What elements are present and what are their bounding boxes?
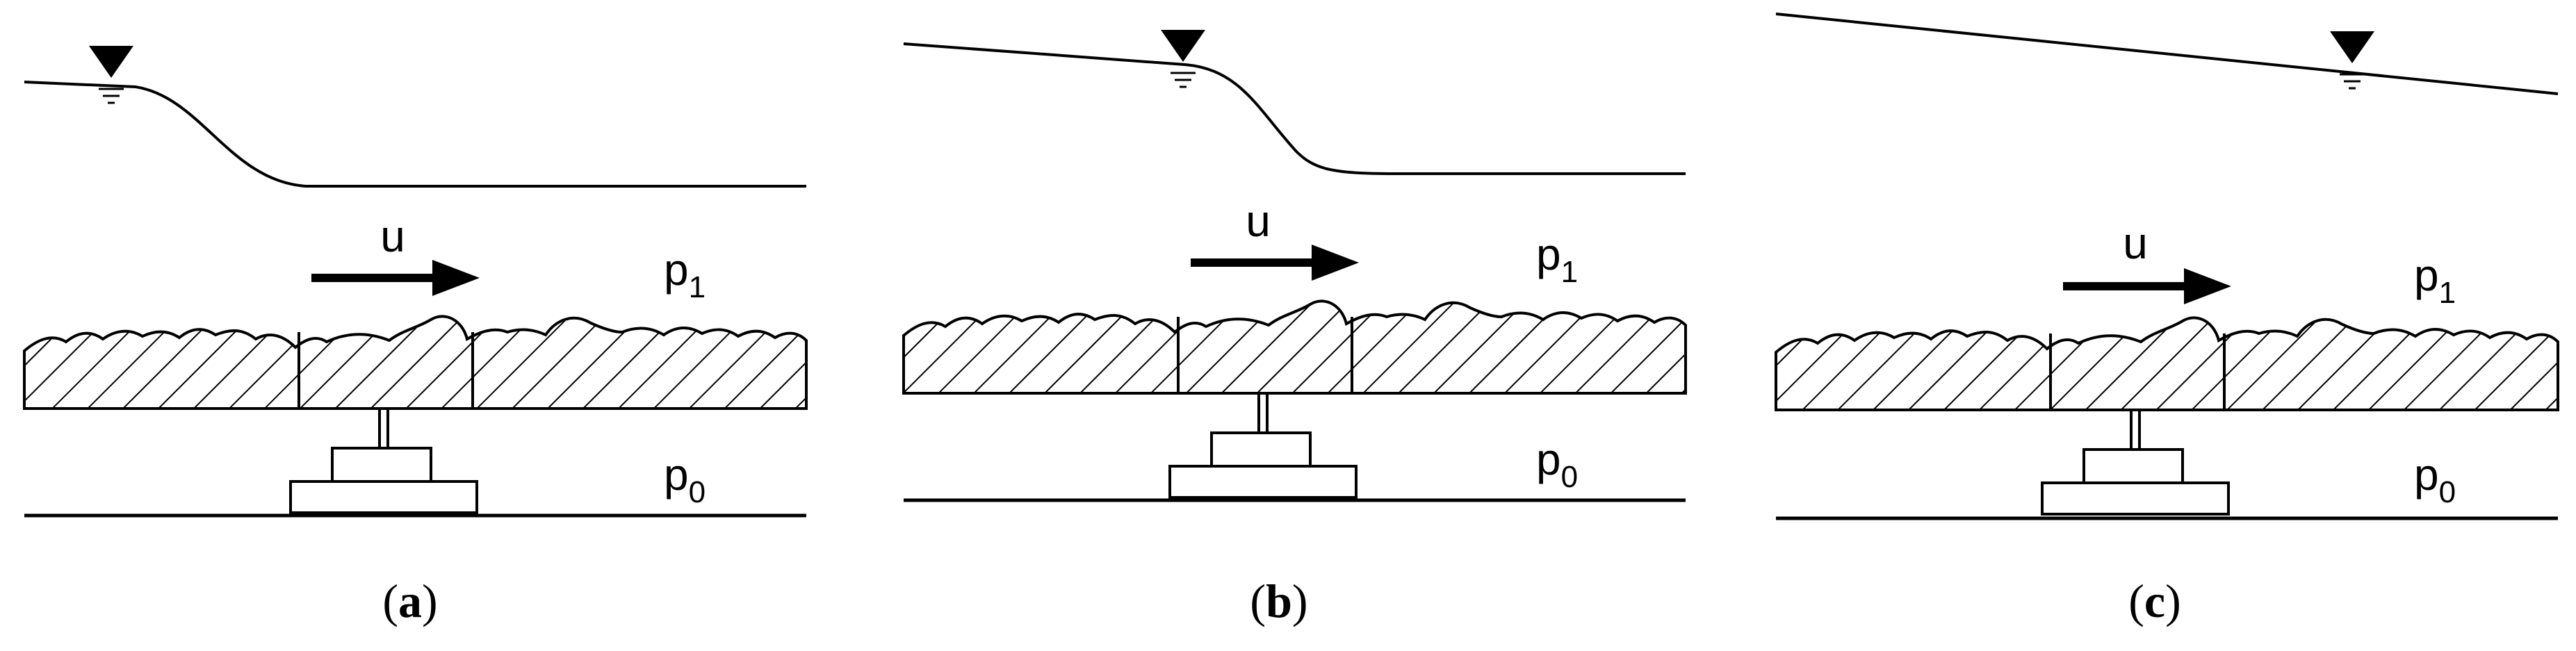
upper-pressure-label: p1	[664, 245, 706, 304]
panel-caption: (c)	[2128, 575, 2181, 627]
lower-pressure-label: p0	[664, 450, 706, 509]
lower-pressure-label: p0	[1536, 434, 1578, 494]
panel-c: u p1 p0 (c)	[1775, 13, 2559, 627]
pressure-sensor-pedestal	[1168, 393, 1358, 499]
lower-pressure-label: p0	[2414, 450, 2456, 509]
flow-velocity-label: u	[2123, 218, 2148, 268]
flow-arrow-icon	[2063, 268, 2231, 304]
rough-bed-layer	[902, 299, 1687, 395]
pressure-sensor-pedestal	[2041, 410, 2230, 516]
flow-arrow-icon	[311, 260, 480, 296]
upper-pressure-label: p1	[2414, 250, 2456, 310]
flow-arrow-icon	[1191, 245, 1359, 281]
flow-velocity-label: u	[1246, 196, 1271, 246]
rough-bed-layer	[23, 315, 808, 410]
rough-bed-layer	[1775, 316, 2559, 411]
water-surface-profile	[1775, 13, 2559, 95]
pressure-sensor-pedestal	[289, 409, 478, 514]
water-level-marker-icon	[2330, 31, 2374, 90]
panel-a: u p1 p0 (a)	[23, 46, 808, 627]
water-level-marker-icon	[1161, 30, 1205, 88]
panel-b: u p1 p0 (b)	[902, 30, 1687, 627]
panel-caption: (a)	[382, 575, 437, 627]
panel-caption: (b)	[1250, 575, 1307, 627]
water-level-marker-icon	[89, 46, 133, 104]
water-surface-profile	[903, 42, 1686, 175]
flow-velocity-label: u	[380, 211, 405, 261]
water-surface-profile	[24, 81, 806, 188]
upper-pressure-label: p1	[1536, 229, 1578, 289]
